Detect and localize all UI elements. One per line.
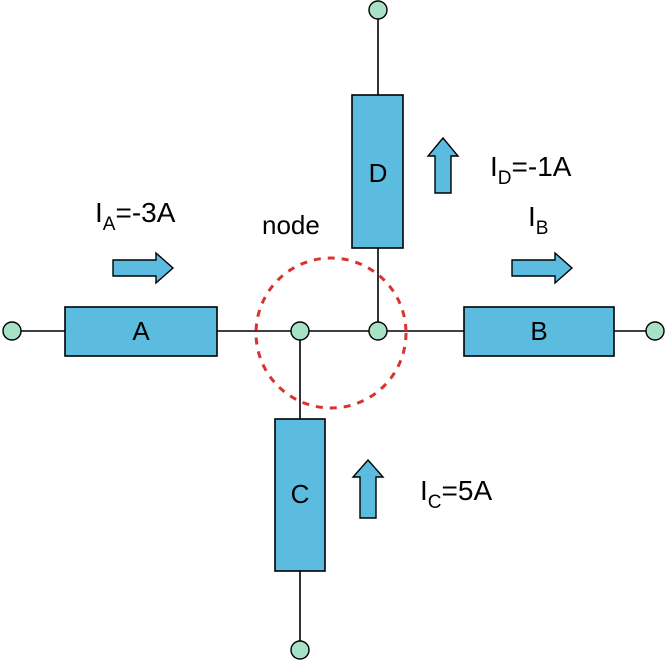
current-b-arrow-icon: [511, 251, 574, 285]
terminal-left: [2, 321, 22, 341]
current-a-symbol: I: [95, 197, 103, 228]
node-label: node: [262, 210, 320, 240]
resistor-d-label: D: [369, 158, 388, 188]
resistor-d: D: [351, 94, 404, 249]
current-d-value: =-1A: [512, 151, 572, 182]
current-c-symbol: I: [420, 475, 428, 506]
current-a-arrow-icon: [112, 251, 175, 285]
current-d-symbol: I: [490, 151, 498, 182]
current-d-arrow-icon: [426, 136, 460, 194]
current-a-value: =-3A: [115, 197, 175, 228]
junction-d: [368, 321, 388, 341]
resistor-c-label: C: [291, 479, 310, 509]
current-c-label: IC=5A: [420, 475, 492, 513]
resistor-b-label: B: [530, 316, 547, 346]
terminal-top: [368, 0, 388, 20]
terminal-bottom: [290, 640, 310, 660]
resistor-a-label: A: [132, 316, 150, 346]
node-boundary-circle: [254, 256, 408, 410]
junction-c: [290, 321, 310, 341]
current-a-subscript: A: [103, 214, 116, 235]
current-b-symbol: I: [528, 201, 536, 232]
current-b-label: IB: [528, 201, 548, 239]
resistor-a: A: [64, 306, 218, 357]
terminal-right: [645, 321, 665, 341]
resistor-c: C: [274, 418, 326, 572]
current-d-subscript: D: [498, 168, 512, 189]
current-a-label: IA=-3A: [95, 197, 176, 235]
current-c-arrow-icon: [351, 458, 385, 519]
current-b-subscript: B: [536, 218, 549, 239]
current-c-subscript: C: [428, 492, 442, 513]
current-c-value: =5A: [442, 475, 493, 506]
resistor-b: B: [463, 306, 615, 357]
current-d-label: ID=-1A: [490, 151, 572, 189]
